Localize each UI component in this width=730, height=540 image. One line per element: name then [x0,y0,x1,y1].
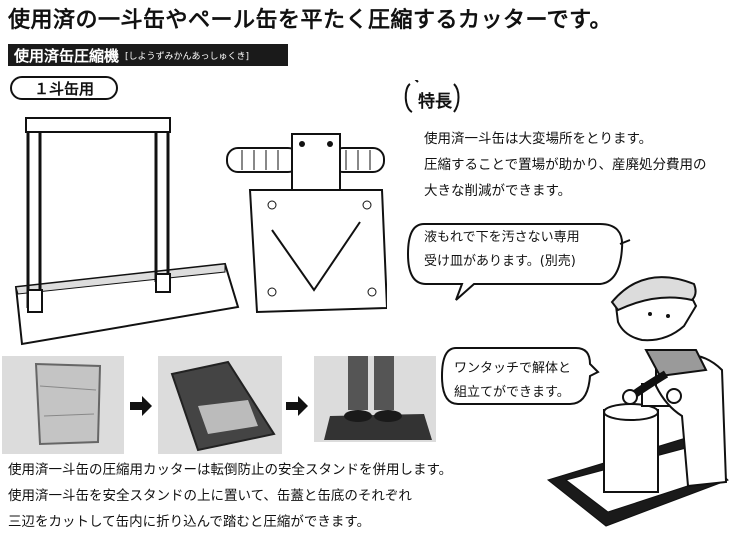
cutter-tool-illustration [226,133,387,314]
stepping-on-can-photo [314,356,436,442]
product-reading: [しようずみかんあっしゅくき] [125,51,250,62]
assembly-bubble-shape [440,347,600,405]
arrow-right-icon [286,396,308,416]
features-heading: 特長 [396,77,460,116]
usage-label: １斗缶用 [10,76,118,100]
features-text: 使用済一斗缶は大変場所をとります。 圧縮することで置場が助かり、産廃処分費用の … [424,126,730,204]
feature-line: 大きな削減ができます。 [424,183,572,199]
worker-illustration [546,276,729,527]
safety-stand-illustration [14,117,240,346]
product-name: 使用済缶圧縮機 [14,46,120,65]
bubble-line: 液もれで下を汚さない専用 [424,230,580,245]
feature-line: 圧縮することで置場が助かり、産廃処分費用の [424,157,707,173]
description-line: 使用済一斗缶を安全スタンドの上に置いて、缶蓋と缶底のそれぞれ [8,488,412,504]
crushed-can-photo [2,356,124,454]
arrow-right-icon [130,396,152,416]
can-photo-icon [34,362,102,446]
features-title: 特長 [418,92,452,112]
description-line: 使用済一斗缶の圧縮用カッターは転倒防止の安全スタンドを併用します。 [8,462,453,478]
assembly-bubble-text: ワンタッチで解体と 組立てができます。 [454,357,571,405]
stepping-photo-icon [324,356,432,440]
flattened-can-photo [158,356,282,454]
feature-line: 使用済一斗缶は大変場所をとります。 [424,131,653,147]
tray-bubble-shape [406,223,631,301]
product-name-bar: 使用済缶圧縮機 [しようずみかんあっしゅくき] [8,44,288,66]
flat-can-photo-icon [170,360,276,452]
tray-bubble-text: 液もれで下を汚さない専用 受け皿があります。(別売) [424,226,580,274]
bubble-line: 組立てができます。 [454,385,570,400]
bubble-line: ワンタッチで解体と [454,361,572,376]
headline: 使用済の一斗缶やペール缶を平たく圧縮するカッターです。 [8,8,612,33]
description-line: 三辺をカットして缶内に折り込んで踏むと圧縮ができます。 [8,514,371,530]
bubble-line: 受け皿があります。(別売) [424,254,576,269]
description-text: 使用済一斗缶の圧縮用カッターは転倒防止の安全スタンドを併用します。 使用済一斗缶… [8,457,452,535]
